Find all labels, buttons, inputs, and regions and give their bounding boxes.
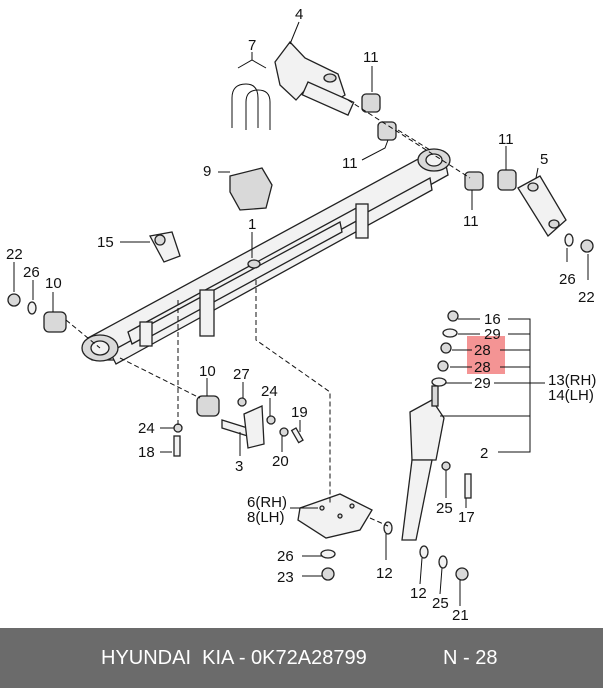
leader-lines <box>13 21 589 606</box>
bump-stopper[interactable] <box>229 167 273 211</box>
callout-25: 25 <box>436 500 453 517</box>
callout-5: 5 <box>540 151 548 168</box>
callout-29: 29 <box>474 375 491 392</box>
eye-bushing[interactable] <box>43 311 220 417</box>
callout-28: 28 <box>474 359 491 376</box>
callout-26: 26 <box>23 264 40 281</box>
u-bolt[interactable] <box>231 83 271 130</box>
callout-10: 10 <box>45 275 62 292</box>
nut-and-washer-right[interactable] <box>564 233 594 253</box>
callout-12: 12 <box>376 565 393 582</box>
callout-labels: 4 7 11 11 11 11 5 9 1 15 22 26 10 26 22 … <box>6 6 596 624</box>
callout-11: 11 <box>342 155 358 172</box>
callout-16: 16 <box>484 311 501 328</box>
callout-26: 26 <box>277 548 294 565</box>
callout-18: 18 <box>138 444 155 461</box>
callout-19: 19 <box>291 404 308 421</box>
callout-22: 22 <box>6 246 23 263</box>
exploded-parts-diagram: 4 7 11 11 11 11 5 9 1 15 22 26 10 26 22 … <box>6 6 596 624</box>
callout-17: 17 <box>458 509 475 526</box>
callout-27: 27 <box>233 366 250 383</box>
nut-and-washer-left[interactable] <box>7 293 37 315</box>
spring-seat-plate[interactable] <box>297 493 373 539</box>
callout-9: 9 <box>203 163 211 180</box>
callout-24: 24 <box>138 420 155 437</box>
spring-clip[interactable] <box>149 231 181 263</box>
callout-11: 11 <box>363 49 379 66</box>
rear-shackle[interactable] <box>517 175 567 237</box>
callout-22: 22 <box>578 289 595 306</box>
callout-11: 11 <box>463 213 479 230</box>
callout-7: 7 <box>248 37 256 54</box>
callout-24: 24 <box>261 383 278 400</box>
highlighted-part-box <box>467 336 505 374</box>
footer-part-number-bar: HYUNDAI KIA - 0K72A28799 N - 28 <box>0 628 603 688</box>
callout-1: 1 <box>248 216 256 233</box>
callout-8-lh: 8(LH) <box>247 509 285 526</box>
callout-25: 25 <box>432 595 449 612</box>
callout-3: 3 <box>235 458 243 475</box>
callout-20: 20 <box>272 453 289 470</box>
callout-23: 23 <box>277 569 294 586</box>
footer-part-number: HYUNDAI KIA - 0K72A28799 <box>101 647 367 669</box>
callout-10: 10 <box>199 363 216 380</box>
callout-12: 12 <box>410 585 427 602</box>
callout-13-rh: 13(RH) <box>548 372 596 389</box>
callout-26: 26 <box>559 271 576 288</box>
callout-29: 29 <box>484 326 501 343</box>
callout-14-lh: 14(LH) <box>548 387 594 404</box>
shackle-pin[interactable] <box>221 405 265 449</box>
assembly-guide-lines <box>65 99 471 527</box>
callout-4: 4 <box>295 6 303 23</box>
front-hanger-bracket[interactable] <box>274 40 355 116</box>
callout-15: 15 <box>97 234 114 251</box>
callout-2: 2 <box>480 445 488 462</box>
callout-21: 21 <box>452 607 469 624</box>
callout-28: 28 <box>474 342 491 359</box>
callout-6-rh: 6(RH) <box>247 494 287 511</box>
callout-11: 11 <box>498 131 514 148</box>
bushing[interactable] <box>361 93 517 191</box>
shock-absorber[interactable] <box>401 310 459 541</box>
footer-position-number: N - 28 <box>443 647 498 669</box>
